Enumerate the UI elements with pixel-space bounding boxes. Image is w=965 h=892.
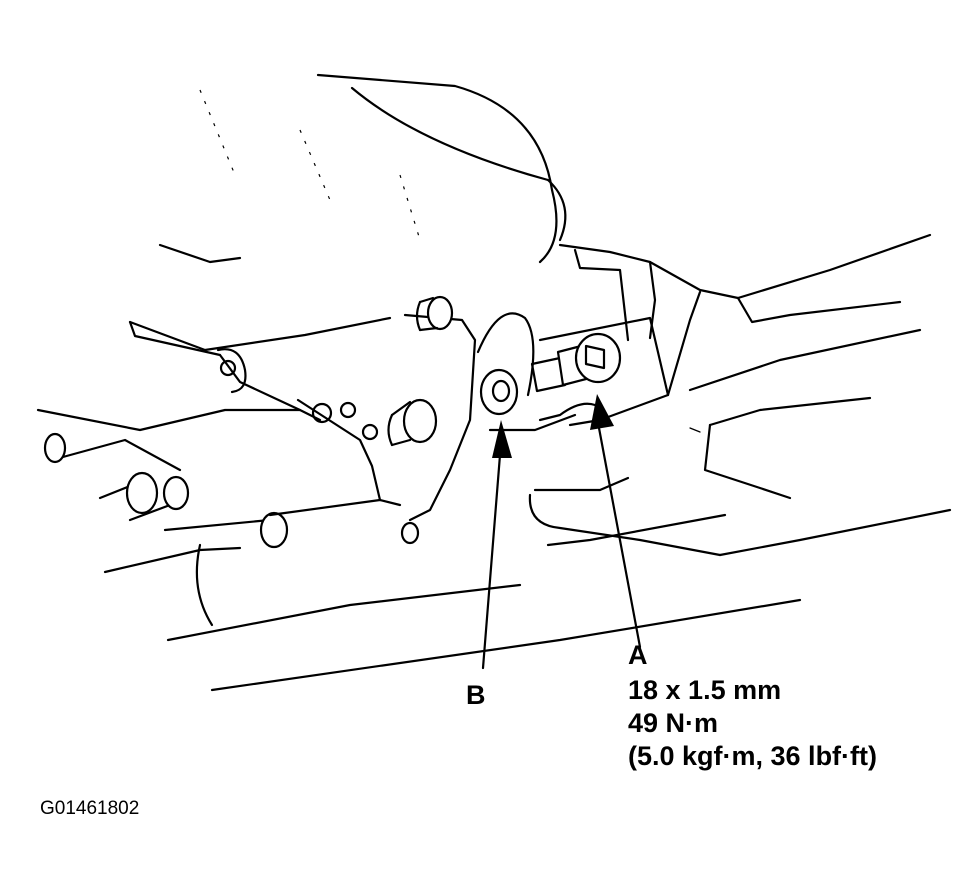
bolt-a bbox=[530, 316, 670, 422]
arrow-a-icon bbox=[590, 394, 614, 430]
callout-leaders bbox=[481, 394, 642, 670]
figure-id: G01461802 bbox=[40, 798, 140, 819]
lower-tubes bbox=[36, 408, 802, 692]
callout-a-label: A bbox=[628, 640, 648, 670]
bolt-size-text: 18 x 1.5 mm bbox=[628, 675, 782, 705]
torque-nm-text: 49 N·m bbox=[628, 708, 719, 738]
mounting-bracket bbox=[128, 295, 477, 545]
arrow-b-icon bbox=[492, 420, 512, 458]
torque-alt-units-text: (5.0 kgf·m, 36 lbf·ft) bbox=[628, 741, 878, 771]
callout-b-label: B bbox=[466, 680, 486, 710]
callout-a-specs: 18 x 1.5 mm 49 N·m (5.0 kgf·m, 36 lbf·ft… bbox=[628, 674, 877, 773]
washer-b bbox=[476, 312, 577, 432]
right-housing bbox=[528, 233, 952, 557]
upper-housing bbox=[158, 73, 567, 264]
